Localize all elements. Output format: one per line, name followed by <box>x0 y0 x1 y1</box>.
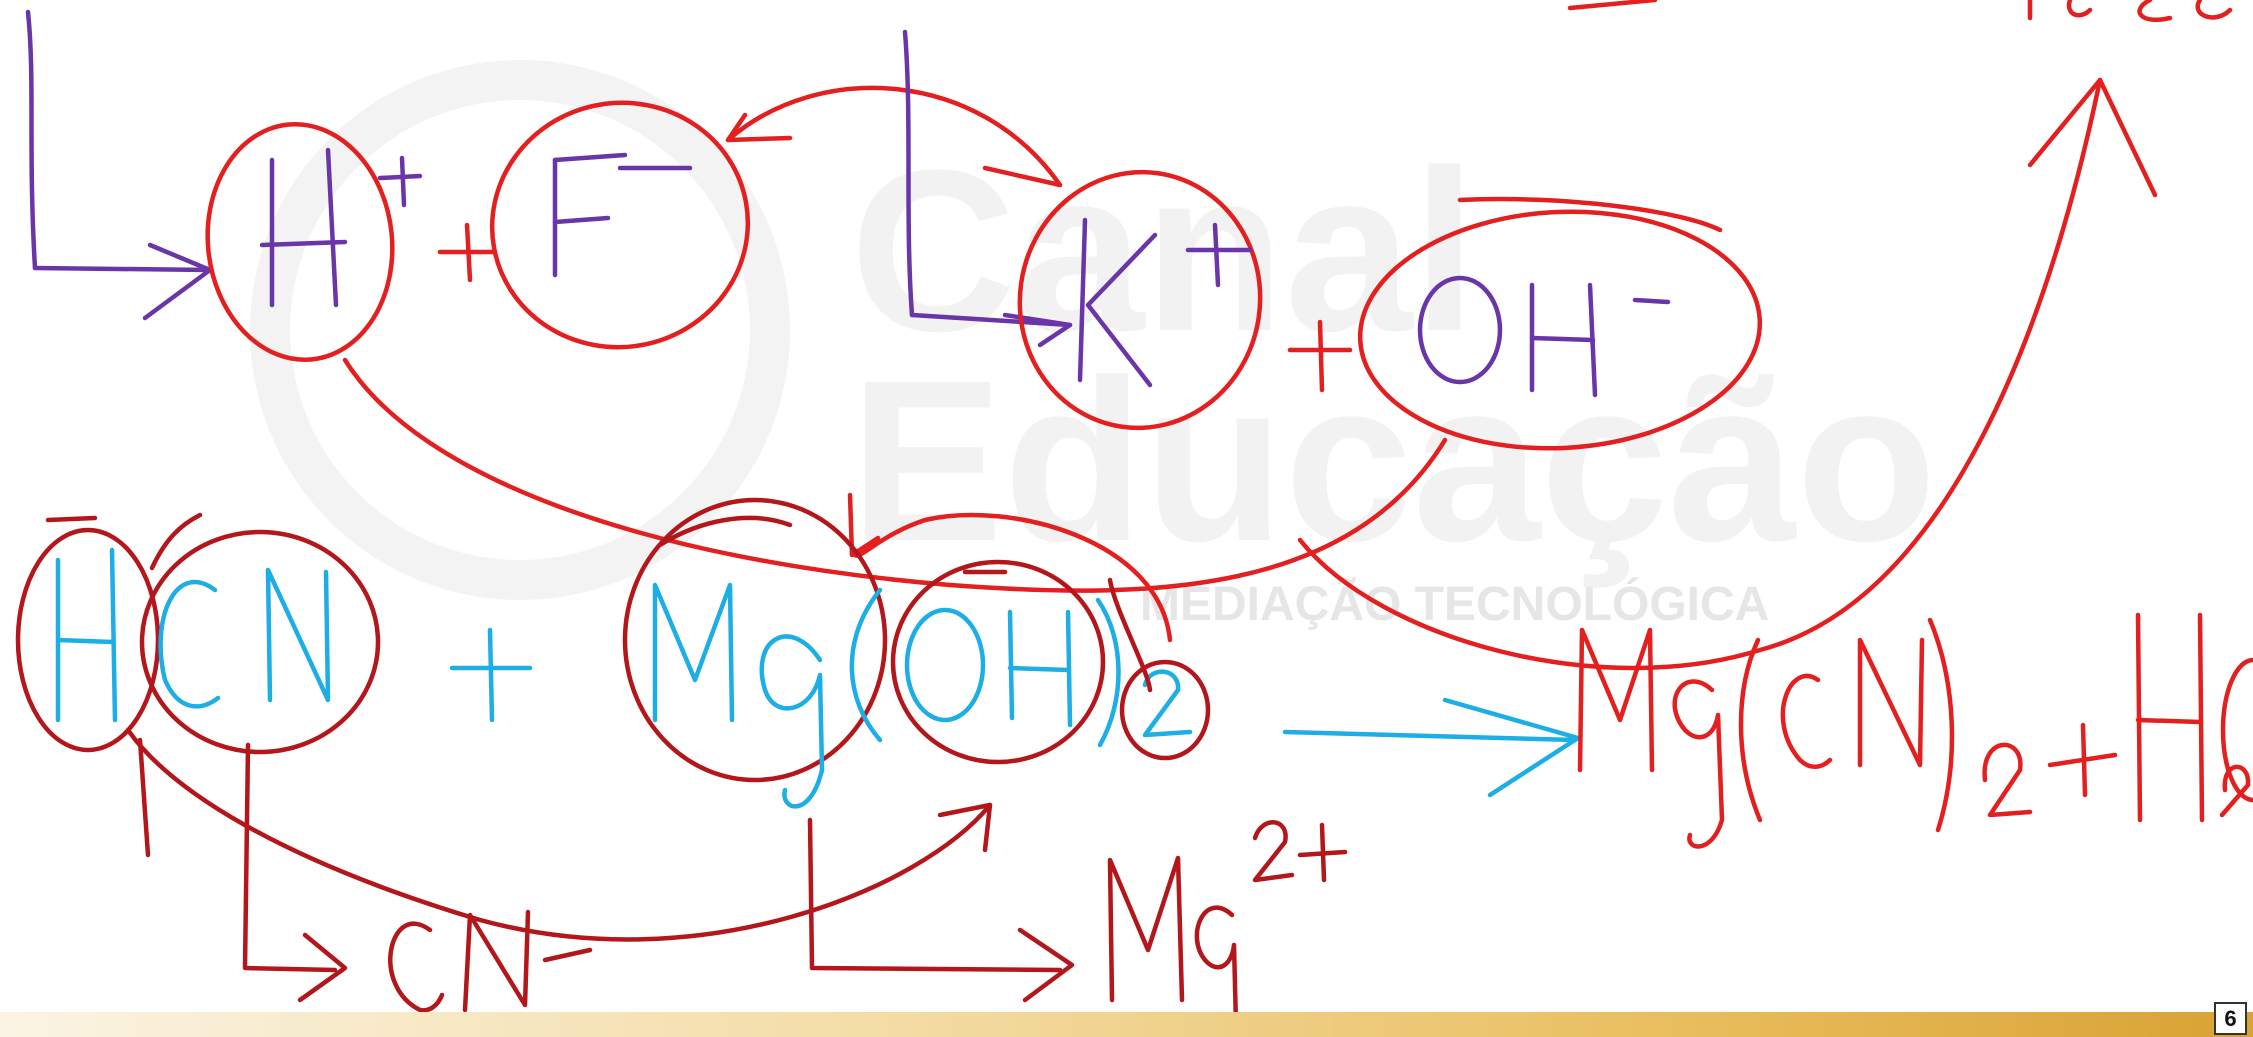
plus-sign-2 <box>1287 319 1353 393</box>
watermark: Canal Educação MEDIAÇÃO TECNOLÓGICA <box>250 60 1937 631</box>
ion-mg-2plus <box>1107 820 1348 1037</box>
page-number: 6 <box>2214 1002 2247 1035</box>
ion-cn-minus <box>388 909 593 1013</box>
ion-k-plus <box>1017 169 1263 431</box>
bracket-to-cn <box>242 742 348 1003</box>
arrow-oh-to-mgoh <box>847 492 1173 643</box>
product-mg-cn2-h2o <box>1577 612 2253 849</box>
handwriting-top-right-h2o <box>1567 0 2233 22</box>
watermark-line1: Canal <box>850 122 1476 379</box>
reaction-arrow <box>1282 697 1581 798</box>
plus-sign-3 <box>449 627 533 723</box>
ion-oh-minus <box>1357 196 1763 451</box>
watermark-line3: MEDIAÇÃO TECNOLÓGICA <box>1140 576 1769 631</box>
footer-band <box>0 1012 2253 1037</box>
bracket-to-mg <box>807 817 1075 1003</box>
purple-arrow-to-k <box>902 29 1073 348</box>
arrow-f-to-k <box>725 85 1063 188</box>
molecule-mg-oh2 <box>622 497 1211 809</box>
plus-sign-1 <box>437 222 498 283</box>
watermark-line2: Educação <box>850 332 1937 589</box>
ion-f-minus <box>489 100 751 350</box>
purple-arrow-to-h <box>25 9 213 321</box>
arrow-h-oh-to-water <box>342 77 2158 671</box>
molecule-hcn <box>15 512 381 755</box>
arrow-hcn-to-oh <box>125 727 993 942</box>
ion-h-plus <box>205 122 423 362</box>
